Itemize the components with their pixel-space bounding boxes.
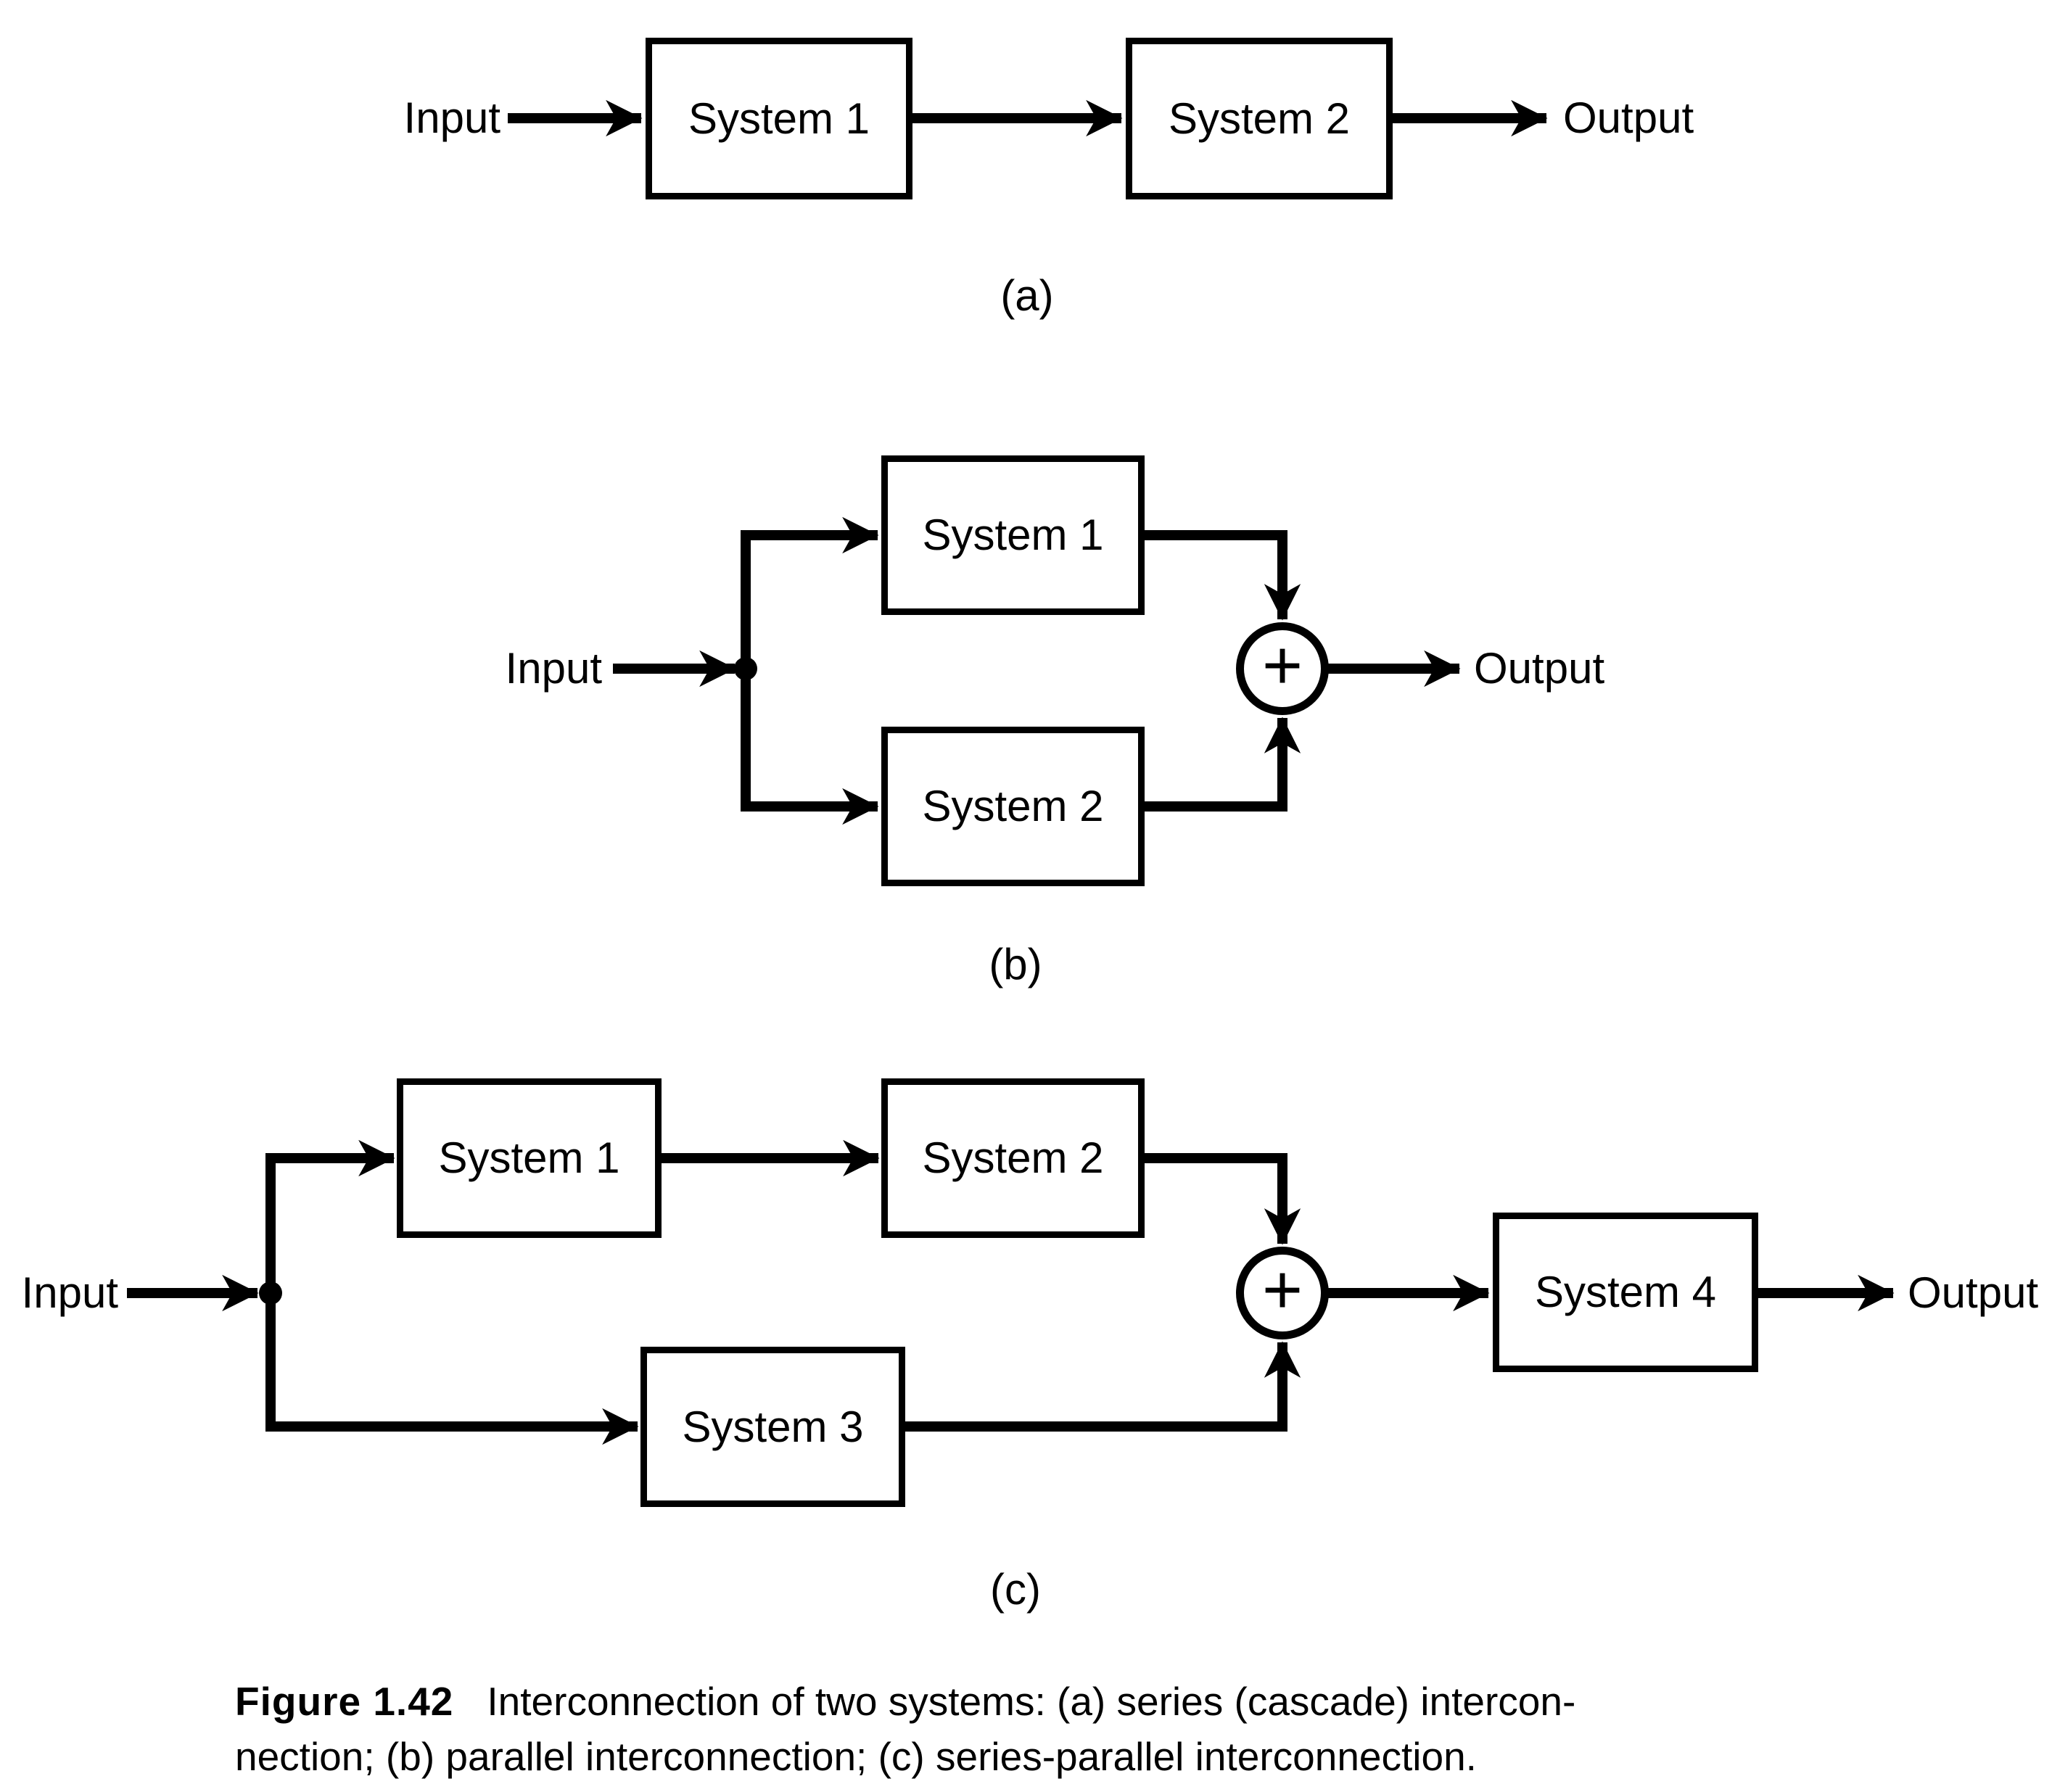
arrow-system2-to-sum-c bbox=[1145, 1153, 1301, 1245]
box-system1-b: System 1 bbox=[881, 455, 1145, 615]
output-label-a: Output bbox=[1563, 94, 1694, 142]
box-system1-c-label: System 1 bbox=[438, 1134, 620, 1182]
box-system1-a-label: System 1 bbox=[688, 94, 870, 143]
arrow-system2-to-sum-b bbox=[1145, 717, 1301, 812]
box-system1-a: System 1 bbox=[646, 38, 912, 199]
arrow-junction-to-system1-c bbox=[265, 1139, 395, 1293]
diagram-a-tag: (a) bbox=[1000, 271, 1054, 320]
arrow-system3-to-sum-c bbox=[905, 1341, 1301, 1432]
box-system2-b: System 2 bbox=[881, 727, 1145, 886]
summing-junction-b: + bbox=[1236, 622, 1329, 715]
input-label-c: Input bbox=[21, 1268, 118, 1317]
summing-junction-c: + bbox=[1236, 1247, 1329, 1339]
arrow-junction-to-system3-c bbox=[265, 1293, 639, 1445]
caption-line-1-text: Interconnection of two systems: (a) seri… bbox=[487, 1679, 1576, 1724]
box-system3-c: System 3 bbox=[640, 1347, 905, 1507]
plus-symbol-c: + bbox=[1261, 1251, 1303, 1329]
diagram-b-tag: (b) bbox=[989, 940, 1042, 988]
output-label-c: Output bbox=[1908, 1268, 2039, 1317]
arrow-system1-to-sum-b bbox=[1145, 530, 1301, 621]
box-system2-c: System 2 bbox=[881, 1078, 1145, 1238]
box-system2-a: System 2 bbox=[1126, 38, 1393, 199]
arrow-junction-to-system2-b bbox=[741, 669, 879, 825]
box-system3-c-label: System 3 bbox=[682, 1402, 864, 1451]
arrow-junction-to-system1-b bbox=[741, 516, 879, 669]
input-label-a: Input bbox=[403, 94, 500, 142]
caption-figure-number: Figure 1.42 bbox=[235, 1679, 454, 1724]
box-system4-c: System 4 bbox=[1493, 1213, 1758, 1372]
caption-line-2-text: nection; (b) parallel interconnection; (… bbox=[235, 1734, 1477, 1779]
diagram-c-tag: (c) bbox=[990, 1565, 1041, 1614]
caption-line-1: Figure 1.42 Interconnection of two system… bbox=[235, 1674, 1874, 1729]
output-label-b: Output bbox=[1474, 644, 1605, 693]
box-system1-b-label: System 1 bbox=[922, 511, 1104, 559]
caption-line-2: nection; (b) parallel interconnection; (… bbox=[235, 1729, 1874, 1784]
box-system2-a-label: System 2 bbox=[1168, 94, 1351, 143]
box-system2-c-label: System 2 bbox=[922, 1134, 1104, 1182]
plus-symbol-b: + bbox=[1261, 627, 1303, 704]
box-system1-c: System 1 bbox=[397, 1078, 662, 1238]
input-label-b: Input bbox=[505, 644, 602, 693]
figure-caption: Figure 1.42 Interconnection of two system… bbox=[235, 1674, 1874, 1784]
box-system4-c-label: System 4 bbox=[1534, 1268, 1717, 1316]
box-system2-b-label: System 2 bbox=[922, 782, 1104, 830]
